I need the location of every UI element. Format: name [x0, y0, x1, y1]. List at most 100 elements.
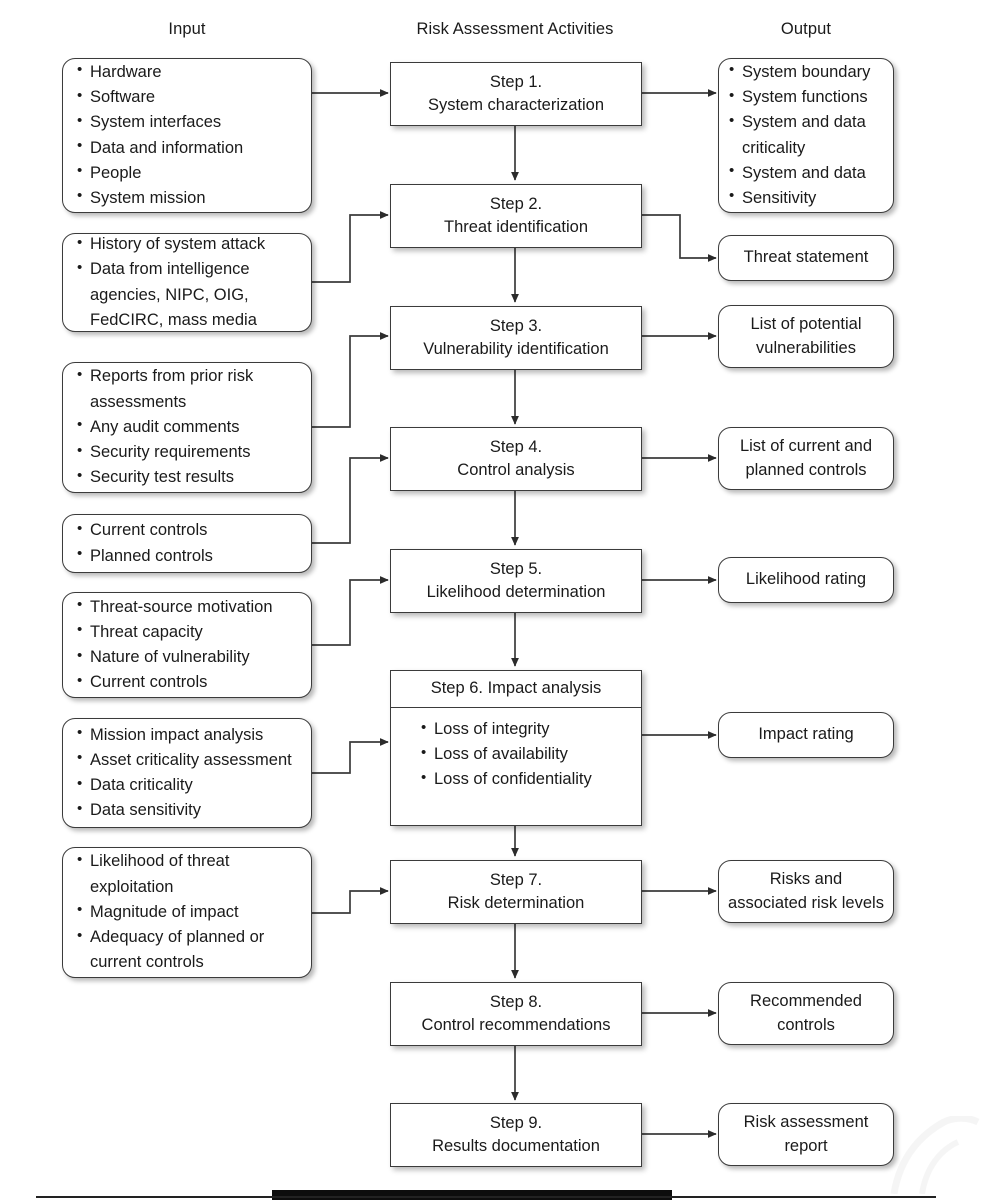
input-box-1: Hardware Software System interfaces Data… — [62, 58, 312, 213]
output-box-5: Likelihood rating — [718, 557, 894, 603]
link-input6-step6 — [312, 738, 389, 774]
list-item: System interfaces — [77, 110, 305, 135]
link-input5-step5 — [312, 576, 389, 646]
step-2-title: Threat identification — [444, 218, 588, 236]
list-item: Loss of availability — [421, 742, 635, 767]
input-box-2: History of system attack Data from intel… — [62, 232, 312, 333]
input-box-4: Current controls Planned controls — [62, 514, 312, 573]
output-box-9: Risk assessment report — [718, 1103, 894, 1166]
list-item: Security requirements — [77, 440, 305, 465]
link-input2-step2 — [312, 211, 389, 283]
link-input3-step3 — [312, 332, 389, 428]
list-item: Asset criticality assessment — [77, 747, 305, 773]
step-6-list: Loss of integrity Loss of availability L… — [421, 716, 641, 793]
step-1-title: System characterization — [427, 96, 605, 114]
input-7-list: Likelihood of threat exploitation Magnit… — [63, 849, 311, 975]
step-2-number: Step 2. — [489, 194, 543, 213]
list-item: Likelihood of threat exploitation — [77, 849, 305, 899]
step-5-title: Likelihood determination — [426, 583, 606, 601]
column-header-activities: Risk Assessment Activities — [416, 20, 614, 38]
output-box-4: List of current and planned controls — [718, 427, 894, 490]
list-item: System and data — [729, 160, 887, 186]
output-2-label: Threat statement — [743, 248, 869, 267]
list-item: Data and information — [77, 135, 305, 161]
input-box-6: Mission impact analysis Asset criticalit… — [62, 718, 312, 828]
output-box-8: Recommended controls — [718, 982, 894, 1045]
list-item: Data criticality — [77, 772, 305, 798]
output-5-label: Likelihood rating — [745, 570, 867, 589]
input-4-list: Current controls Planned controls — [63, 518, 311, 568]
list-item: Current controls — [77, 670, 305, 695]
list-item: Planned controls — [77, 543, 305, 569]
step-box-5: Step 5. Likelihood determination — [390, 549, 642, 613]
step-8-number: Step 8. — [489, 992, 543, 1011]
step-box-3: Step 3. Vulnerability identification — [390, 306, 642, 370]
step-box-6: Step 6. Impact analysis Loss of integrit… — [390, 670, 642, 826]
list-item: Security test results — [77, 465, 305, 490]
output-box-2: Threat statement — [718, 235, 894, 281]
step-box-7: Step 7. Risk determination — [390, 860, 642, 924]
input-5-list: Threat-source motivation Threat capacity… — [63, 594, 311, 696]
input-box-7: Likelihood of threat exploitation Magnit… — [62, 847, 312, 978]
step-1-number: Step 1. — [489, 72, 543, 91]
list-item: System functions — [729, 85, 887, 110]
step-7-title: Risk determination — [447, 894, 585, 912]
list-item: Current controls — [77, 518, 305, 543]
step-3-title: Vulnerability identification — [423, 340, 609, 358]
output-box-7: Risks and associated risk levels — [718, 860, 894, 923]
step-box-8: Step 8. Control recommendations — [390, 982, 642, 1046]
step-9-number: Step 9. — [489, 1113, 543, 1132]
list-item: Mission impact analysis — [77, 722, 305, 748]
output-3-label: List of potential vulnerabilities — [750, 314, 862, 357]
step-8-title: Control recommendations — [421, 1016, 611, 1034]
list-item: Nature of vulnerability — [77, 644, 305, 670]
step-box-2: Step 2. Threat identification — [390, 184, 642, 248]
output-7-label: Risks and associated risk levels — [728, 869, 884, 912]
step-5-number: Step 5. — [489, 559, 543, 578]
list-item: Adequacy of planned or current controls — [77, 925, 305, 975]
list-item: Reports from prior risk assessments — [77, 364, 305, 414]
list-item: Threat capacity — [77, 619, 305, 645]
column-header-output: Output — [780, 20, 832, 38]
page-edge-line — [36, 1196, 936, 1198]
output-1-list: System boundary System functions System … — [719, 59, 893, 211]
list-item: System mission — [77, 185, 305, 211]
list-item: Threat-source motivation — [77, 594, 305, 620]
input-3-list: Reports from prior risk assessments Any … — [63, 364, 311, 490]
list-item: Data from intelligence agencies, NIPC, O… — [77, 257, 305, 333]
output-box-6: Impact rating — [718, 712, 894, 758]
output-9-label: Risk assessment report — [743, 1112, 869, 1155]
step-9-title: Results documentation — [432, 1137, 600, 1155]
list-item: Sensitivity — [729, 185, 887, 211]
step-7-number: Step 7. — [489, 870, 543, 889]
input-2-list: History of system attack Data from intel… — [63, 232, 311, 333]
input-6-list: Mission impact analysis Asset criticalit… — [63, 722, 311, 824]
link-input4-step4 — [312, 454, 389, 544]
list-item: Magnitude of impact — [77, 899, 305, 925]
list-item: Loss of confidentiality — [421, 767, 635, 792]
page-edge-bar — [272, 1190, 672, 1200]
step-box-4: Step 4. Control analysis — [390, 427, 642, 491]
input-1-list: Hardware Software System interfaces Data… — [63, 59, 311, 211]
step-4-title: Control analysis — [457, 461, 575, 479]
input-box-5: Threat-source motivation Threat capacity… — [62, 592, 312, 698]
step-6-header: Step 6. Impact analysis — [391, 671, 641, 708]
list-item: Any audit comments — [77, 414, 305, 440]
list-item: Hardware — [77, 59, 305, 85]
watermark-mark — [890, 1116, 980, 1194]
list-item: System and data criticality — [729, 110, 887, 160]
step-6-body: Loss of integrity Loss of availability L… — [391, 708, 641, 799]
link-input7-step7 — [312, 887, 389, 914]
list-item: History of system attack — [77, 232, 305, 257]
input-box-3: Reports from prior risk assessments Any … — [62, 362, 312, 493]
step-3-number: Step 3. — [489, 316, 543, 335]
output-box-3: List of potential vulnerabilities — [718, 305, 894, 368]
output-6-label: Impact rating — [758, 725, 854, 744]
list-item: System boundary — [729, 59, 887, 85]
list-item: Software — [77, 85, 305, 110]
list-item: Loss of integrity — [421, 716, 635, 742]
link-step2-output2 — [642, 214, 717, 262]
step-box-1: Step 1. System characterization — [390, 62, 642, 126]
step-box-9: Step 9. Results documentation — [390, 1103, 642, 1167]
